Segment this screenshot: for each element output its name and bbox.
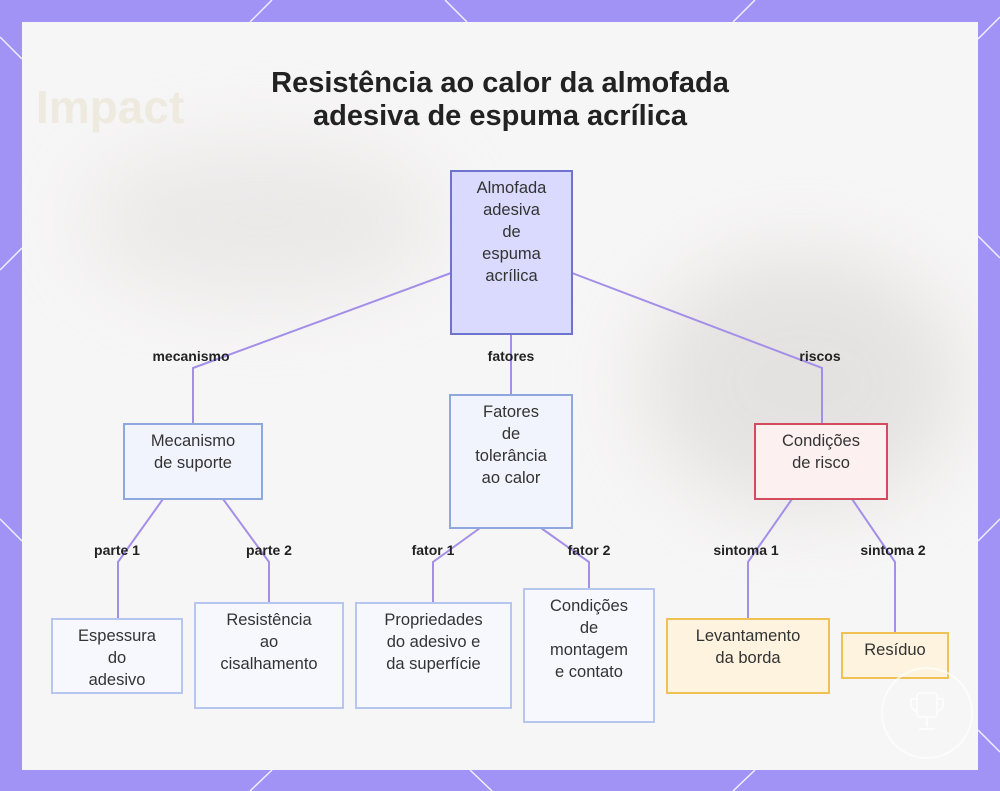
node-condicoes-montagem: Condições de montagem e contato xyxy=(523,588,655,723)
edge-riscos-residuo xyxy=(852,499,895,632)
edge-label-fator-1: fator 1 xyxy=(412,542,455,558)
edge-label-sintoma-1: sintoma 1 xyxy=(713,542,778,558)
edge-mecanismo-espessura xyxy=(118,499,163,618)
edge-label-parte-2: parte 2 xyxy=(246,542,292,558)
edge-label-parte-1: parte 1 xyxy=(94,542,140,558)
node-propriedades-adesivo: Propriedades do adesivo e da superfície xyxy=(355,602,512,709)
watermark-logo-icon xyxy=(881,667,973,759)
node-mecanismo-suporte: Mecanismo de suporte xyxy=(123,423,263,500)
edge-fatores-montagem xyxy=(541,528,589,588)
edge-root-riscos xyxy=(572,273,822,424)
node-fatores-tolerancia: Fatores de tolerância ao calor xyxy=(449,394,573,529)
edge-label-fator-2: fator 2 xyxy=(568,542,611,558)
node-levantamento-borda: Levantamento da borda xyxy=(666,618,830,694)
node-root: Almofada adesiva de espuma acrílica xyxy=(450,170,573,335)
node-condicoes-risco: Condições de risco xyxy=(754,423,888,500)
trophy-icon xyxy=(883,669,971,757)
edge-root-mecanismo xyxy=(193,273,451,424)
edge-fatores-propriedades xyxy=(433,528,480,602)
edge-label-sintoma-2: sintoma 2 xyxy=(860,542,925,558)
node-resistencia-cisalhamento: Resistência ao cisalhamento xyxy=(194,602,344,709)
node-espessura-adesivo: Espessura do adesivo xyxy=(51,618,183,694)
edge-label-riscos: riscos xyxy=(799,348,840,364)
edge-label-fatores: fatores xyxy=(488,348,535,364)
edge-riscos-levantamento xyxy=(748,499,792,618)
edge-label-mecanismo: mecanismo xyxy=(152,348,229,364)
